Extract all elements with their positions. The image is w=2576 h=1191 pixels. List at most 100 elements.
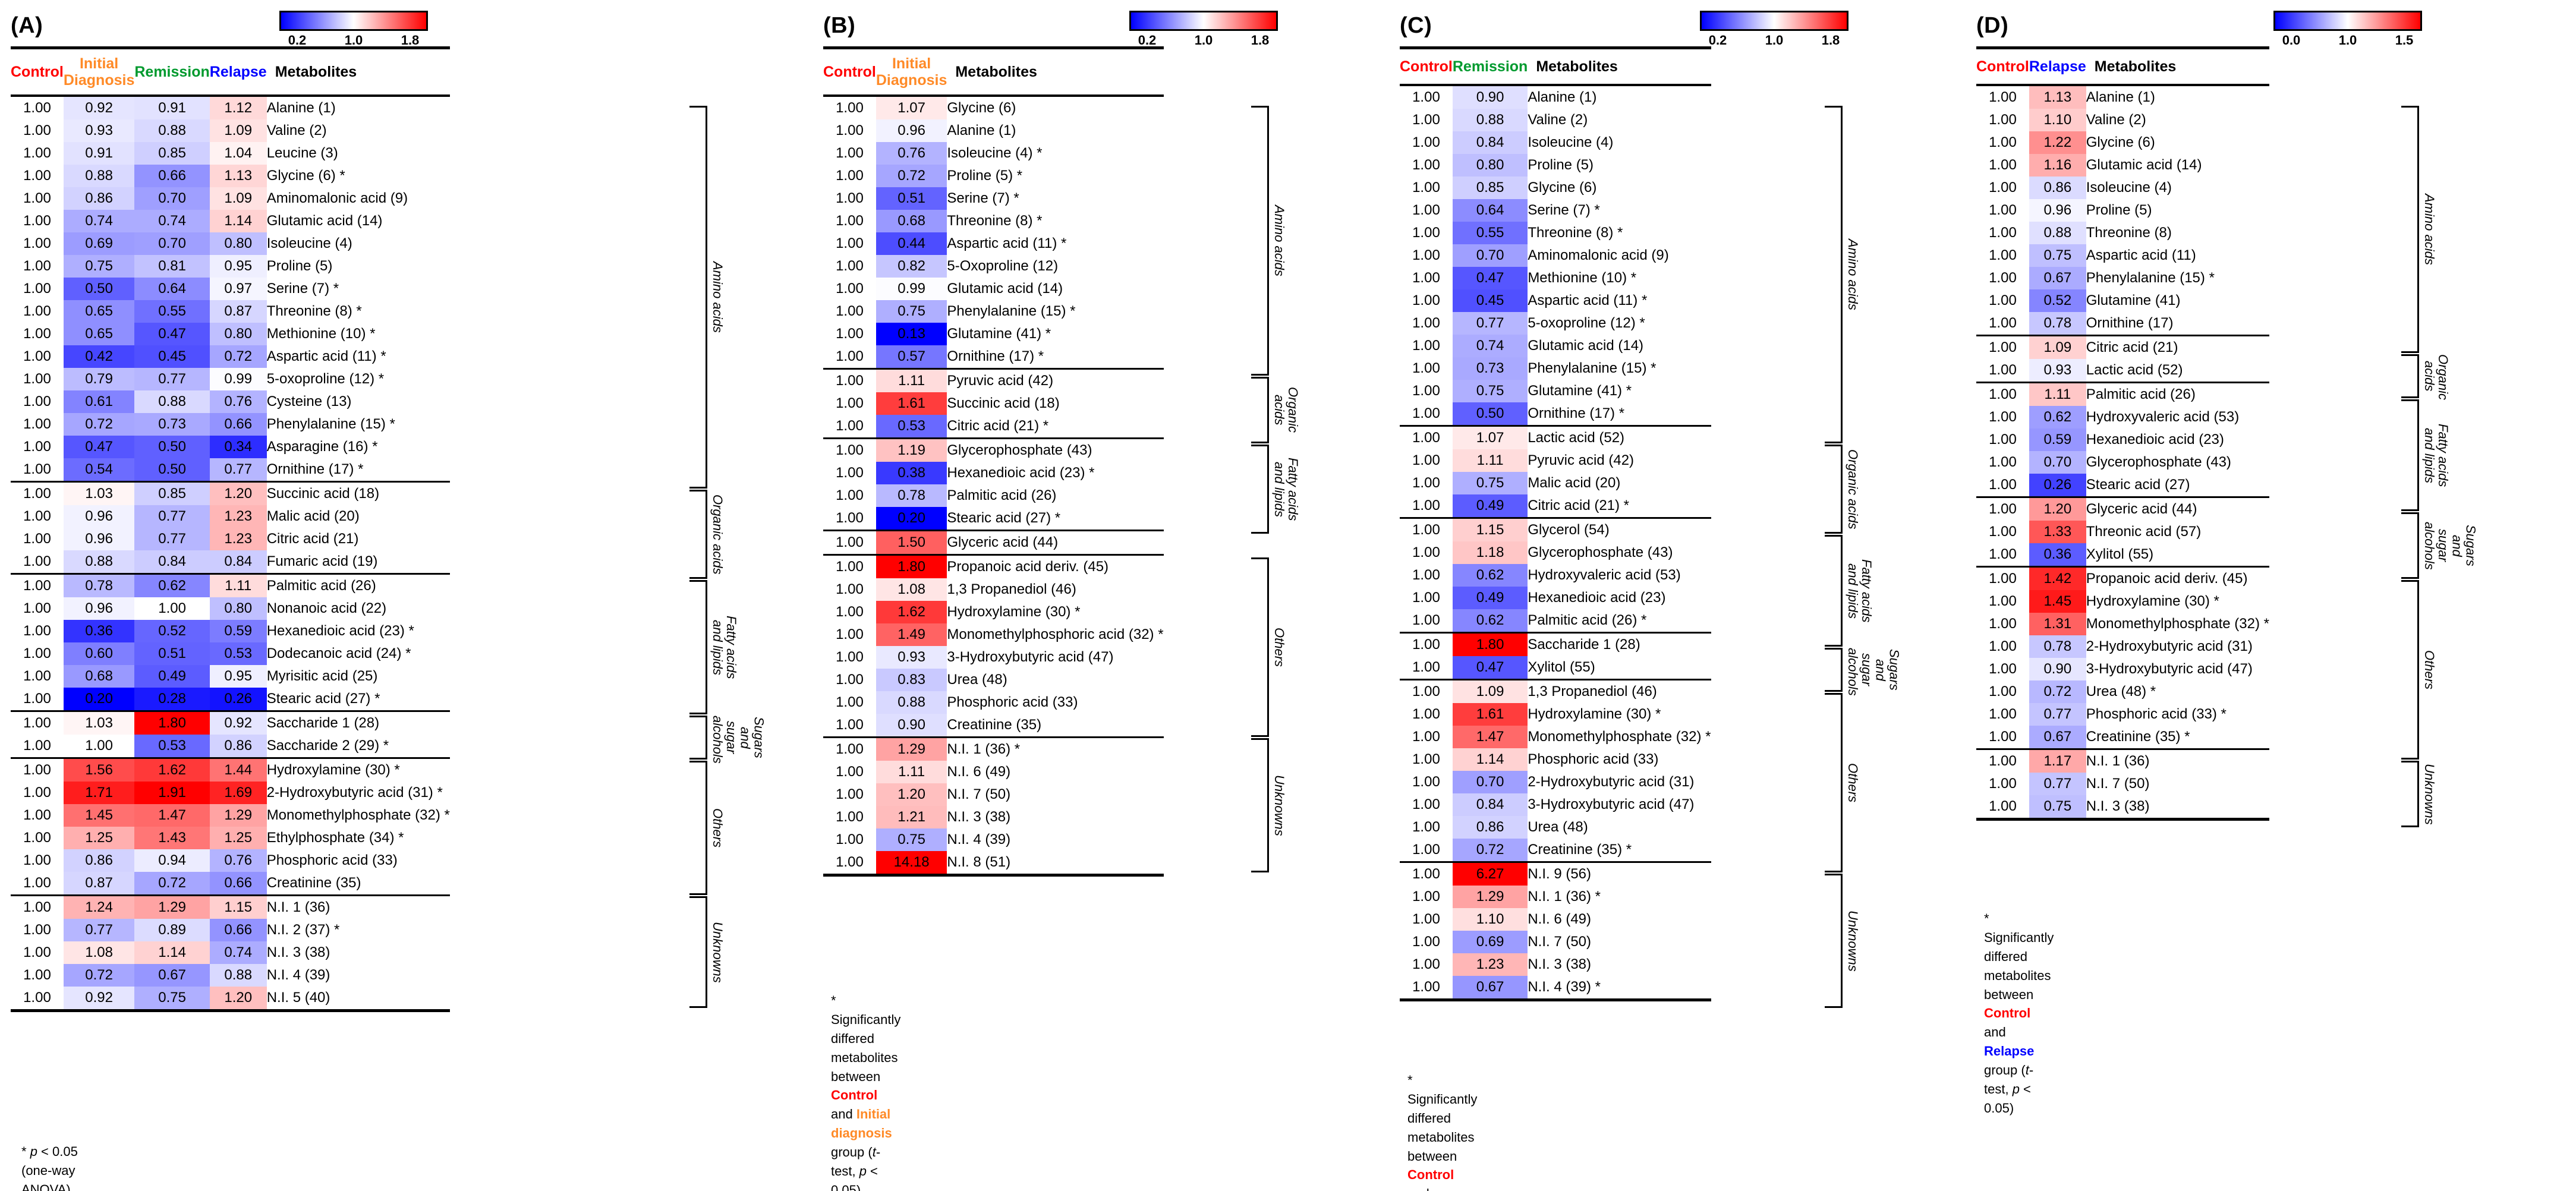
heatmap-cell: 1.17 xyxy=(2029,748,2086,773)
metabolite-name: Ornithine (17) * xyxy=(1528,405,1625,421)
heatmap-cell: 0.66 xyxy=(209,872,267,896)
heatmap-cell: 0.70 xyxy=(1452,771,1528,793)
heatmap-cell: 0.87 xyxy=(209,300,267,323)
heatmap-cell: 14.18 xyxy=(876,851,947,877)
heatmap-cell: 0.64 xyxy=(1452,199,1528,222)
category-bracket xyxy=(2401,354,2419,398)
heatmap-cell: 1.00 xyxy=(23,944,51,960)
heatmap-cell: 1.61 xyxy=(1452,703,1528,726)
heatmap-cell: 0.75 xyxy=(2029,795,2086,821)
heatmap-cell: 1.31 xyxy=(2029,613,2086,635)
metabolite-name: N.I. 3 (38) xyxy=(1528,956,1592,972)
metabolite-name: Alanine (1) xyxy=(2086,89,2155,105)
metabolite-name: Isoleucine (4) xyxy=(2086,179,2172,196)
heatmap-cell: 1.00 xyxy=(1412,452,1440,468)
heatmap-cell: 1.00 xyxy=(23,738,51,754)
category-label: Sugars and sugar alcohols xyxy=(2422,521,2479,570)
heatmap-cell: 1.16 xyxy=(2029,154,2086,177)
category-bracket xyxy=(2401,580,2419,760)
heatmap-cell: 1.00 xyxy=(23,645,51,661)
heatmap-cell: 0.67 xyxy=(134,964,210,987)
heatmap-cell: 1.00 xyxy=(1412,911,1440,927)
metabolite-name: Glutamic acid (14) xyxy=(266,213,383,229)
metabolite-name: Lactic acid (52) xyxy=(2086,362,2183,378)
colorbar-tick-2: 1.5 xyxy=(2395,33,2414,48)
metabolite-name: Valine (2) xyxy=(2086,112,2146,128)
heatmap-cell: 1.00 xyxy=(823,530,876,555)
panel-label-c: (C) xyxy=(1400,13,1432,38)
category-bracket xyxy=(689,106,707,489)
heatmap-cell: 0.79 xyxy=(63,368,135,390)
metabolite-name: N.I. 3 (38) xyxy=(947,809,1011,825)
metabolite-name: Threonine (8) * xyxy=(947,213,1043,229)
category-label: Fatty acids and lipids xyxy=(710,615,739,679)
heatmap-cell: 1.00 xyxy=(836,258,864,274)
column-header-control: Control xyxy=(1400,46,1453,86)
metabolite-name: 2-Hydroxybutyric acid (31) xyxy=(1528,774,1695,790)
heatmap-cell: 1.80 xyxy=(134,710,210,735)
heatmap-cell: 0.36 xyxy=(2029,543,2086,567)
colorbar-tick-1: 1.0 xyxy=(2338,33,2357,48)
metabolite-name: N.I. 4 (39) xyxy=(266,967,330,983)
heatmap-cell: 1.00 xyxy=(1412,612,1440,628)
colorbar-gradient xyxy=(2273,11,2422,31)
metabolite-name: Aspartic acid (11) xyxy=(2086,247,2196,263)
metabolite-name: Creatinine (35) * xyxy=(2086,729,2190,745)
heatmap-cell: 0.67 xyxy=(2029,267,2086,289)
heatmap-cell: 1.15 xyxy=(209,894,267,919)
metabolite-name: Ornithine (17) * xyxy=(266,461,364,477)
heatmap-cell: 0.99 xyxy=(209,368,267,390)
category-label: Organic acids xyxy=(1272,387,1301,433)
metabolite-name: Hexanedioic acid (23) xyxy=(1528,590,1666,606)
heatmap-cell: 6.27 xyxy=(1452,861,1528,886)
heatmap-cell: 1.00 xyxy=(1412,956,1440,972)
heatmap-cell: 1.14 xyxy=(209,210,267,232)
heatmap-cell: 1.00 xyxy=(836,465,864,481)
heatmap-cell: 1.00 xyxy=(1989,362,2017,378)
heatmap-cell: 1.24 xyxy=(63,894,135,919)
heatmap-cell: 0.72 xyxy=(63,964,135,987)
heatmap-cell: 0.85 xyxy=(1452,177,1528,199)
heatmap-cell: 1.00 xyxy=(836,626,864,642)
category-bracket xyxy=(1825,445,1843,534)
heatmap-cell: 0.93 xyxy=(63,119,135,142)
heatmap-cell: 0.75 xyxy=(876,828,947,851)
metabolite-name: 1,3 Propanediol (46) xyxy=(1528,679,1711,703)
metabolite-name: Alanine (1) xyxy=(1528,89,1597,105)
colorbar-gradient xyxy=(1129,11,1278,31)
metabolite-name: Saccharide 1 (28) xyxy=(1528,632,1711,656)
metabolite-name: Monomethylphosphate (32) * xyxy=(266,807,450,823)
heatmap-cell: 0.78 xyxy=(2029,635,2086,658)
heatmap-cell: 0.84 xyxy=(134,550,210,574)
heatmap-cell: 1.00 xyxy=(1412,247,1440,263)
heatmap-cell: 1.61 xyxy=(876,392,947,415)
metabolite-name: Malic acid (20) xyxy=(1528,475,1621,491)
heatmap-cell: 1.00 xyxy=(1989,706,2017,722)
metabolite-name: Glycerophosphate (43) xyxy=(1528,544,1673,560)
category-bracket xyxy=(689,761,707,895)
